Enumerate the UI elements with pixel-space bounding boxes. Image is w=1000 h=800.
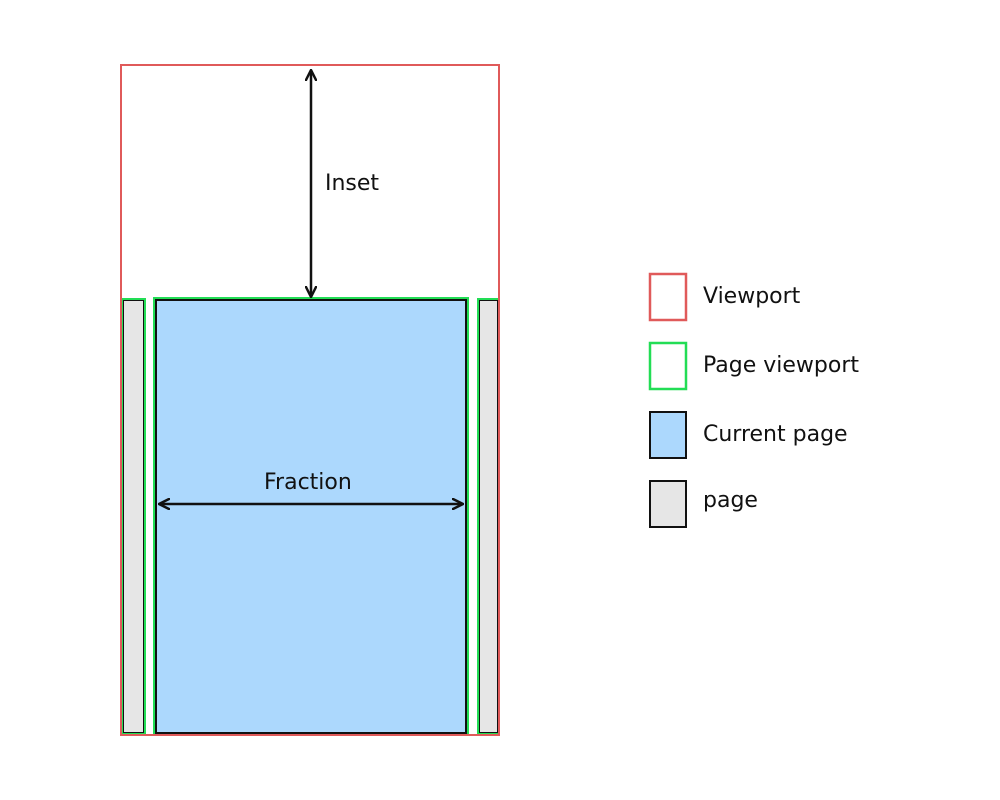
legend-swatch-page <box>649 480 687 528</box>
fraction-label: Fraction <box>264 470 352 495</box>
legend-swatch-current-page <box>649 411 687 459</box>
page-left <box>122 299 145 734</box>
page-right <box>478 299 499 734</box>
legend-label-viewport: Viewport <box>703 284 801 309</box>
legend-swatch-viewport <box>648 272 688 322</box>
legend-label-current-page: Current page <box>703 422 848 447</box>
inset-label: Inset <box>325 171 380 196</box>
legend-label-page: page <box>703 488 758 513</box>
legend-swatch-page-viewport <box>648 341 688 391</box>
current-page <box>155 299 467 734</box>
viewport <box>120 64 500 736</box>
legend-label-page-viewport: Page viewport <box>703 353 860 378</box>
